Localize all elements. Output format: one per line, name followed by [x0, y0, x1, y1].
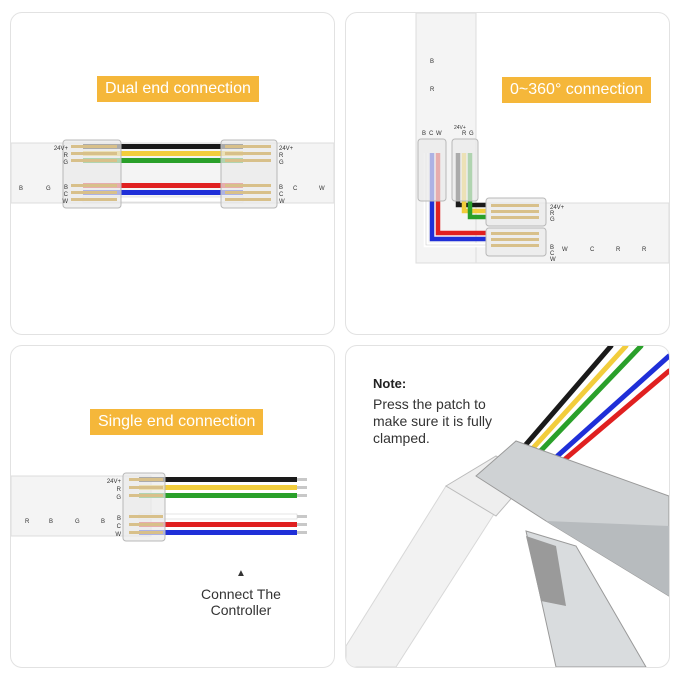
pin-label: C — [429, 131, 434, 137]
wire-green — [139, 493, 297, 498]
pin-label: 24V+ — [54, 146, 69, 152]
strip-mark: B — [101, 519, 105, 525]
pin-label: R — [462, 131, 467, 137]
note-body: Press the patch to make sure it is fully… — [373, 396, 493, 446]
pin-label: 24V+ — [454, 125, 466, 131]
pin-label: 24V+ — [550, 205, 565, 211]
clamping-illustration — [346, 346, 669, 667]
pin-label: 24V+ — [107, 479, 122, 485]
pin-label: R — [64, 153, 69, 159]
pin-label: G — [63, 160, 68, 166]
pin-label: B — [64, 185, 68, 191]
pin-label: R — [550, 211, 555, 217]
pin-label: B — [550, 245, 554, 251]
note-title: Note: — [373, 376, 407, 391]
led-strip — [346, 485, 497, 667]
pliers-spring — [526, 536, 566, 606]
wire-bundle — [513, 346, 669, 474]
pin-label: R — [117, 487, 122, 493]
pin-label: G — [116, 495, 121, 501]
panel-dual-end-connection: Dual end connection 24V+ R G B C W 24V+ … — [10, 12, 335, 335]
pin-label: W — [279, 199, 285, 205]
pin-label: C — [64, 192, 69, 198]
strip-mark: R — [616, 247, 621, 253]
wire-black — [83, 144, 243, 149]
pin-label: C — [279, 192, 284, 198]
strip-mark: C — [293, 186, 298, 192]
strip-mark: B — [430, 59, 434, 65]
wire-green — [83, 158, 243, 163]
panel-note-clamping: Note: Press the patch to make sure it is… — [345, 345, 670, 668]
dual-end-diagram: 24V+ R G B C W 24V+ R G B C W B G C W — [11, 139, 334, 209]
pin-label: W — [62, 199, 68, 205]
connector-right — [220, 139, 278, 209]
label-single-end-connection: Single end connection — [90, 409, 264, 435]
strip-mark: R — [430, 87, 435, 93]
label-angle-connection: 0~360° connection — [502, 77, 652, 103]
connector — [122, 472, 166, 542]
wire-black — [139, 477, 297, 482]
wire-blue — [83, 190, 243, 195]
pin-label: C — [550, 251, 555, 257]
pin-label: G — [279, 160, 284, 166]
up-arrow-icon: ▲ — [236, 568, 246, 579]
strip-mark: G — [46, 186, 51, 192]
angle-diagram: 24V+ R G B C W B C W 24V+ R G W C R R B … — [415, 13, 669, 264]
pin-label: G — [469, 131, 474, 137]
pin-label: R — [279, 153, 284, 159]
pin-label: B — [422, 131, 426, 137]
wire-red — [139, 522, 297, 527]
wire-yellow — [83, 151, 243, 156]
led-strip-vertical — [415, 13, 477, 264]
strip-mark: B — [19, 186, 23, 192]
wire-blue — [139, 530, 297, 535]
pin-label: B — [117, 516, 121, 522]
pin-label: W — [436, 131, 442, 137]
controller-caption: ▲ Connect The Controller — [181, 566, 301, 618]
panel-angle-connection: 0~360° connection 24V+ R G B C W B C — [345, 12, 670, 335]
pin-label: G — [550, 217, 555, 223]
wire-red — [83, 183, 243, 188]
strip-mark: W — [319, 186, 325, 192]
connector-vertical-left — [417, 138, 447, 202]
strip-mark: B — [49, 519, 53, 525]
pin-label: 24V+ — [279, 146, 294, 152]
caption-text: Connect The Controller — [201, 586, 281, 618]
pin-label: W — [115, 532, 121, 538]
connector-vertical-right — [451, 138, 479, 202]
strip-mark: C — [590, 247, 595, 253]
pin-label: W — [550, 257, 556, 263]
pin-label: B — [279, 185, 283, 191]
connector-left — [62, 139, 122, 209]
strip-mark: R — [25, 519, 30, 525]
label-dual-end-connection: Dual end connection — [97, 76, 259, 102]
pin-label: C — [117, 524, 122, 530]
strip-mark: R — [642, 247, 647, 253]
strip-mark: W — [562, 247, 568, 253]
single-end-diagram: 24V+ R G B C W R B G B — [11, 472, 307, 542]
wire-yellow — [139, 485, 297, 490]
strip-mark: G — [75, 519, 80, 525]
panel-single-end-connection: Single end connection 24V+ R G B C W R B… — [10, 345, 335, 668]
